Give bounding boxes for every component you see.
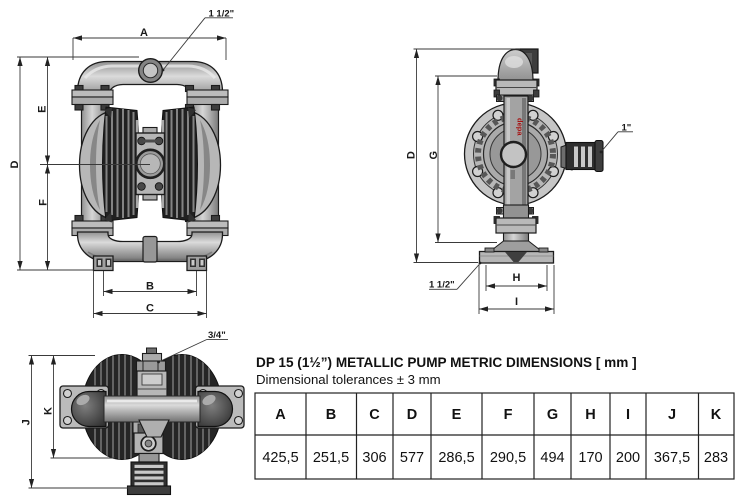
svg-text:367,5: 367,5 bbox=[654, 450, 690, 466]
svg-text:B: B bbox=[146, 281, 154, 293]
svg-text:E: E bbox=[452, 407, 462, 423]
svg-text:577: 577 bbox=[400, 450, 424, 466]
svg-text:I: I bbox=[626, 407, 630, 423]
svg-text:251,5: 251,5 bbox=[313, 450, 349, 466]
svg-text:425,5: 425,5 bbox=[262, 450, 298, 466]
svg-text:1 1/2": 1 1/2" bbox=[429, 280, 455, 291]
svg-text:A: A bbox=[275, 407, 286, 423]
svg-text:I: I bbox=[515, 296, 518, 308]
svg-text:290,5: 290,5 bbox=[490, 450, 526, 466]
svg-text:C: C bbox=[369, 407, 380, 423]
svg-text:Dimensional tolerances ± 3 mm: Dimensional tolerances ± 3 mm bbox=[256, 372, 441, 387]
svg-text:J: J bbox=[668, 407, 676, 423]
svg-text:K: K bbox=[43, 407, 55, 415]
svg-text:E: E bbox=[37, 106, 49, 113]
svg-text:G: G bbox=[428, 151, 440, 160]
svg-text:F: F bbox=[504, 407, 513, 423]
svg-text:1 1/2": 1 1/2" bbox=[209, 9, 235, 20]
svg-text:B: B bbox=[326, 407, 336, 423]
svg-text:286,5: 286,5 bbox=[438, 450, 474, 466]
svg-text:D: D bbox=[406, 151, 418, 159]
svg-text:200: 200 bbox=[616, 450, 640, 466]
svg-text:3/4": 3/4" bbox=[208, 330, 226, 341]
svg-text:306: 306 bbox=[362, 450, 386, 466]
svg-text:170: 170 bbox=[578, 450, 602, 466]
svg-text:1": 1" bbox=[622, 123, 632, 134]
svg-text:C: C bbox=[146, 303, 154, 315]
svg-text:F: F bbox=[38, 199, 50, 206]
svg-text:DP 15 (1½”) METALLIC PUMP METR: DP 15 (1½”) METALLIC PUMP METRIC DIMENSI… bbox=[256, 355, 637, 370]
svg-text:283: 283 bbox=[704, 450, 728, 466]
svg-text:J: J bbox=[21, 419, 33, 425]
svg-text:494: 494 bbox=[540, 450, 564, 466]
svg-text:H: H bbox=[513, 272, 521, 284]
svg-text:D: D bbox=[407, 407, 417, 423]
svg-text:A: A bbox=[140, 27, 148, 39]
svg-text:K: K bbox=[711, 407, 722, 423]
svg-text:H: H bbox=[585, 407, 595, 423]
svg-text:G: G bbox=[547, 407, 558, 423]
svg-text:D: D bbox=[9, 160, 21, 168]
svg-text:depa: depa bbox=[516, 118, 525, 136]
